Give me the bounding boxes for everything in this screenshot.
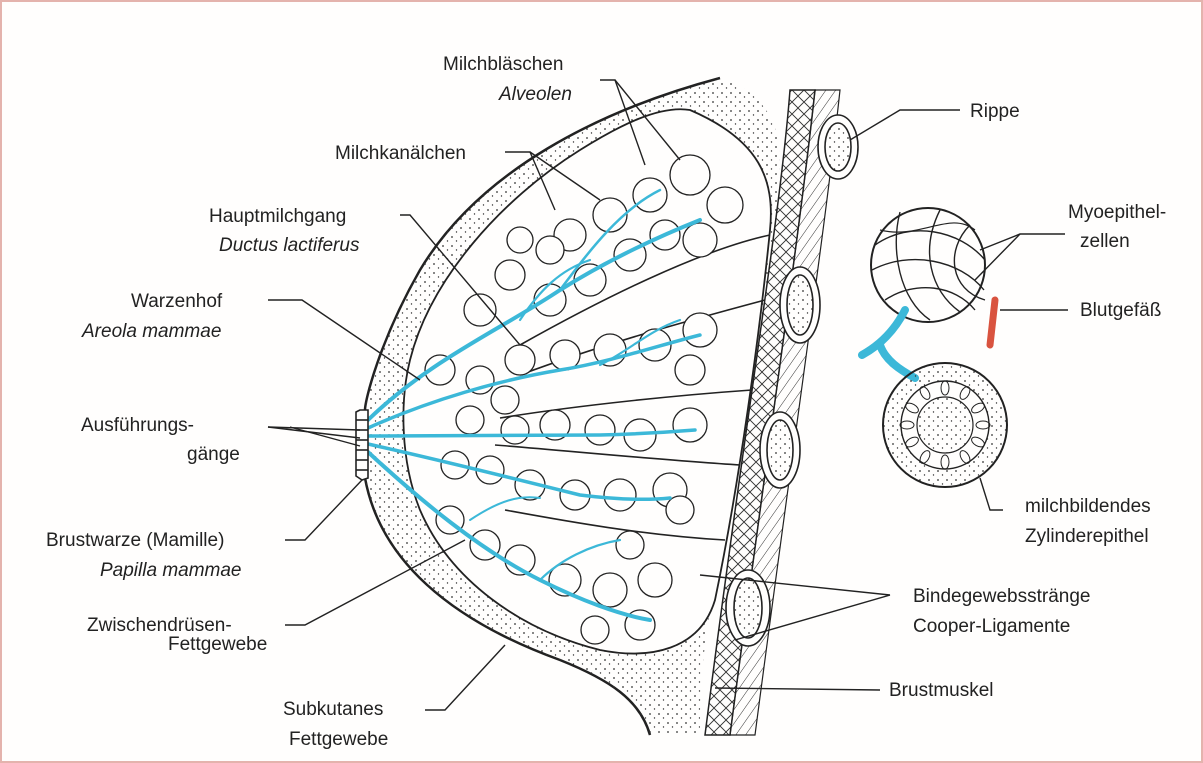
blood-vessel bbox=[990, 300, 995, 345]
label-gaenge: gänge bbox=[187, 444, 240, 465]
label-milchblaeschen: Milchbläschen bbox=[443, 54, 563, 75]
label-zwischendruesen: Zwischendrüsen- bbox=[87, 615, 232, 636]
label-ductus-lactiferus: Ductus lactiferus bbox=[219, 235, 360, 256]
label-brustwarze: Brustwarze (Mamille) bbox=[46, 530, 224, 551]
label-myoepithel: Myoepithel- bbox=[1068, 202, 1166, 223]
label-subkutan-fettgewebe: Fettgewebe bbox=[289, 729, 388, 750]
label-bindegewebsstraenge: Bindegewebsstränge bbox=[913, 586, 1090, 607]
alveolus-cross-section bbox=[883, 363, 1007, 487]
label-alveolen: Alveolen bbox=[498, 84, 572, 105]
alveolus-duct bbox=[862, 310, 915, 378]
label-rippe: Rippe bbox=[970, 101, 1020, 122]
label-subkutanes: Subkutanes bbox=[283, 699, 383, 720]
label-warzenhof: Warzenhof bbox=[131, 291, 223, 312]
label-milchbildendes: milchbildendes bbox=[1025, 496, 1151, 517]
label-milchkanaelchen: Milchkanälchen bbox=[335, 143, 466, 164]
label-papilla-mammae: Papilla mammae bbox=[100, 560, 242, 581]
alveolus-myoepithelium bbox=[871, 208, 985, 322]
label-zwischen-fettgewebe: Fettgewebe bbox=[168, 634, 267, 655]
label-hauptmilchgang: Hauptmilchgang bbox=[209, 206, 346, 227]
label-cooper-ligamente: Cooper-Ligamente bbox=[913, 616, 1070, 637]
label-ausfuehrungs: Ausführungs- bbox=[81, 415, 194, 436]
label-zylinderepithel: Zylinderepithel bbox=[1025, 526, 1149, 547]
label-zellen: zellen bbox=[1080, 231, 1130, 252]
label-brustmuskel: Brustmuskel bbox=[889, 680, 994, 701]
label-blutgefaess: Blutgefäß bbox=[1080, 300, 1161, 321]
label-areola-mammae: Areola mammae bbox=[81, 321, 221, 342]
